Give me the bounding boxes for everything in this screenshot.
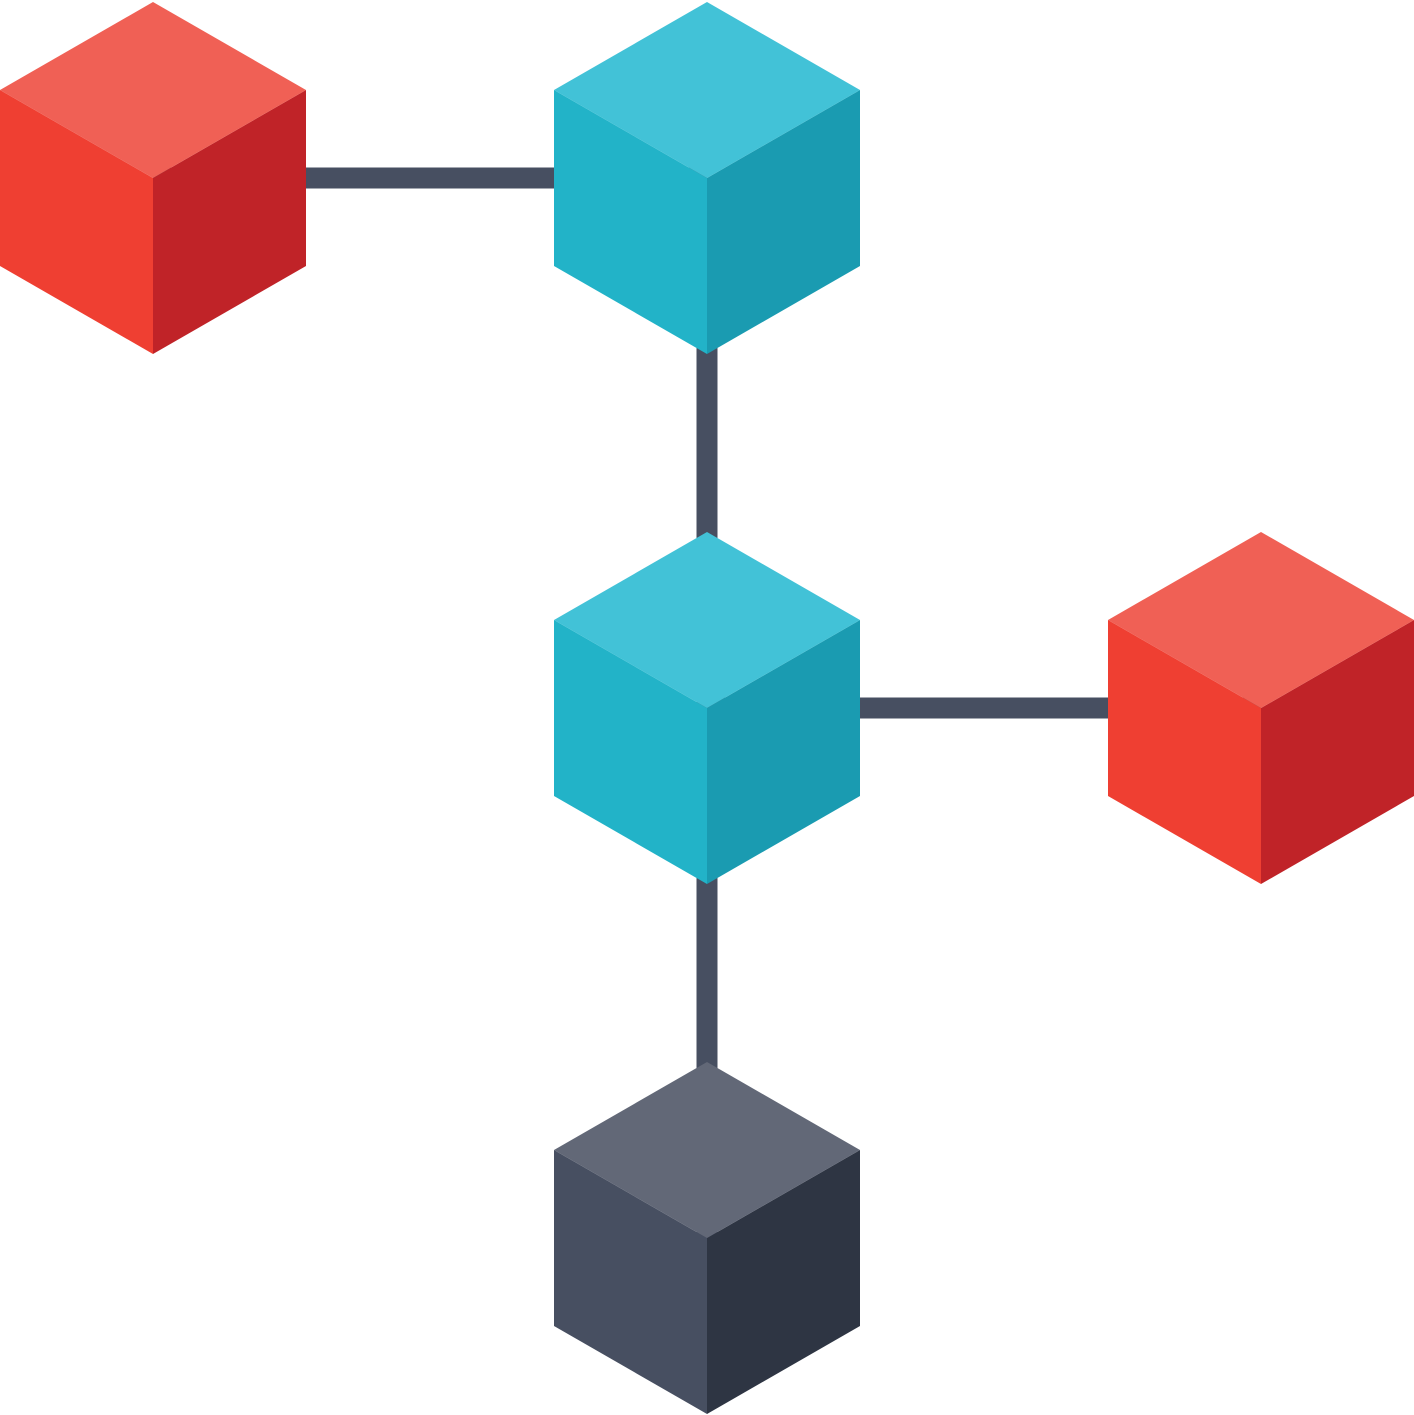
node-teal-middle-top-face [554,532,860,708]
node-teal-top-top-face [554,2,860,178]
node-dark-bottom-top-face [554,1062,860,1238]
node-teal-top-cube [554,2,860,354]
node-red-middle-right-cube [1108,532,1414,884]
node-dark-bottom-cube [554,1062,860,1414]
node-red-top-left-cube [0,2,306,354]
node-teal-middle-cube [554,532,860,884]
node-red-middle-right-top-face [1108,532,1414,708]
node-red-top-left-top-face [0,2,306,178]
